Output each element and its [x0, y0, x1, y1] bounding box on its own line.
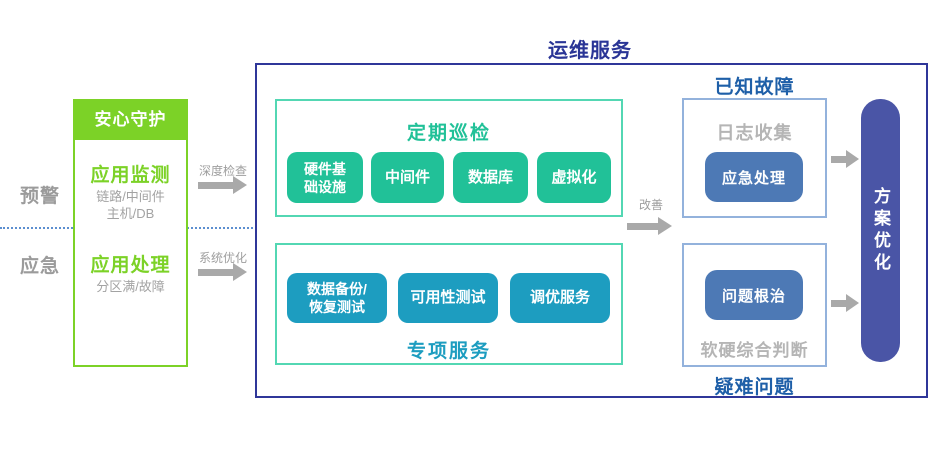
side-label-emergency: 应急	[20, 256, 61, 277]
special-service-title: 专项服务	[406, 341, 491, 362]
solution-optimize-label: 方案优化	[871, 186, 890, 275]
chip-tuning-service: 调优服务	[510, 273, 610, 323]
chip-hardware-infrastructure: 硬件基 础设施	[287, 152, 363, 203]
left-panel-header: 安心守护	[73, 99, 188, 140]
log-collect-label: 日志收集	[716, 123, 793, 143]
app-process-title: 应用处理	[90, 255, 171, 276]
left-panel-box	[73, 99, 188, 367]
chip-middleware: 中间件	[371, 152, 444, 203]
soft-hard-judge-label: 软硬综合判断	[700, 341, 809, 360]
known-fault-to-pill-arrow-icon	[831, 150, 859, 168]
side-label-warning: 预警	[20, 186, 61, 207]
emergency-handle-button: 应急处理	[705, 152, 803, 202]
chip-virtualization: 虚拟化	[537, 152, 611, 203]
difficult-to-pill-arrow-icon	[831, 294, 859, 312]
improve-arrow-icon	[627, 217, 672, 235]
deep-check-arrow-icon	[198, 176, 247, 194]
chip-backup-recovery-test: 数据备份/ 恢复测试	[287, 273, 387, 323]
chip-database: 数据库	[453, 152, 528, 203]
app-monitor-subtitle: 链路/中间件 主机/DB	[96, 189, 165, 221]
known-fault-title: 已知故障	[714, 77, 795, 98]
app-process-subtitle: 分区满/故障	[96, 279, 165, 294]
periodic-inspection-title: 定期巡检	[406, 123, 491, 144]
system-optimize-arrow-icon	[198, 263, 247, 281]
app-monitor-title: 应用监测	[90, 165, 171, 186]
difficult-problem-title: 疑难问题	[714, 377, 795, 398]
chip-availability-test: 可用性测试	[398, 273, 498, 323]
system-optimize-label: 系统优化	[198, 251, 247, 265]
ops-service-title: 运维服务	[548, 40, 632, 62]
solution-optimize-pill: 方案优化	[861, 99, 900, 362]
deep-check-label: 深度检查	[198, 164, 247, 178]
improve-label: 改善	[638, 198, 663, 212]
root-cure-button: 问题根治	[705, 270, 803, 320]
